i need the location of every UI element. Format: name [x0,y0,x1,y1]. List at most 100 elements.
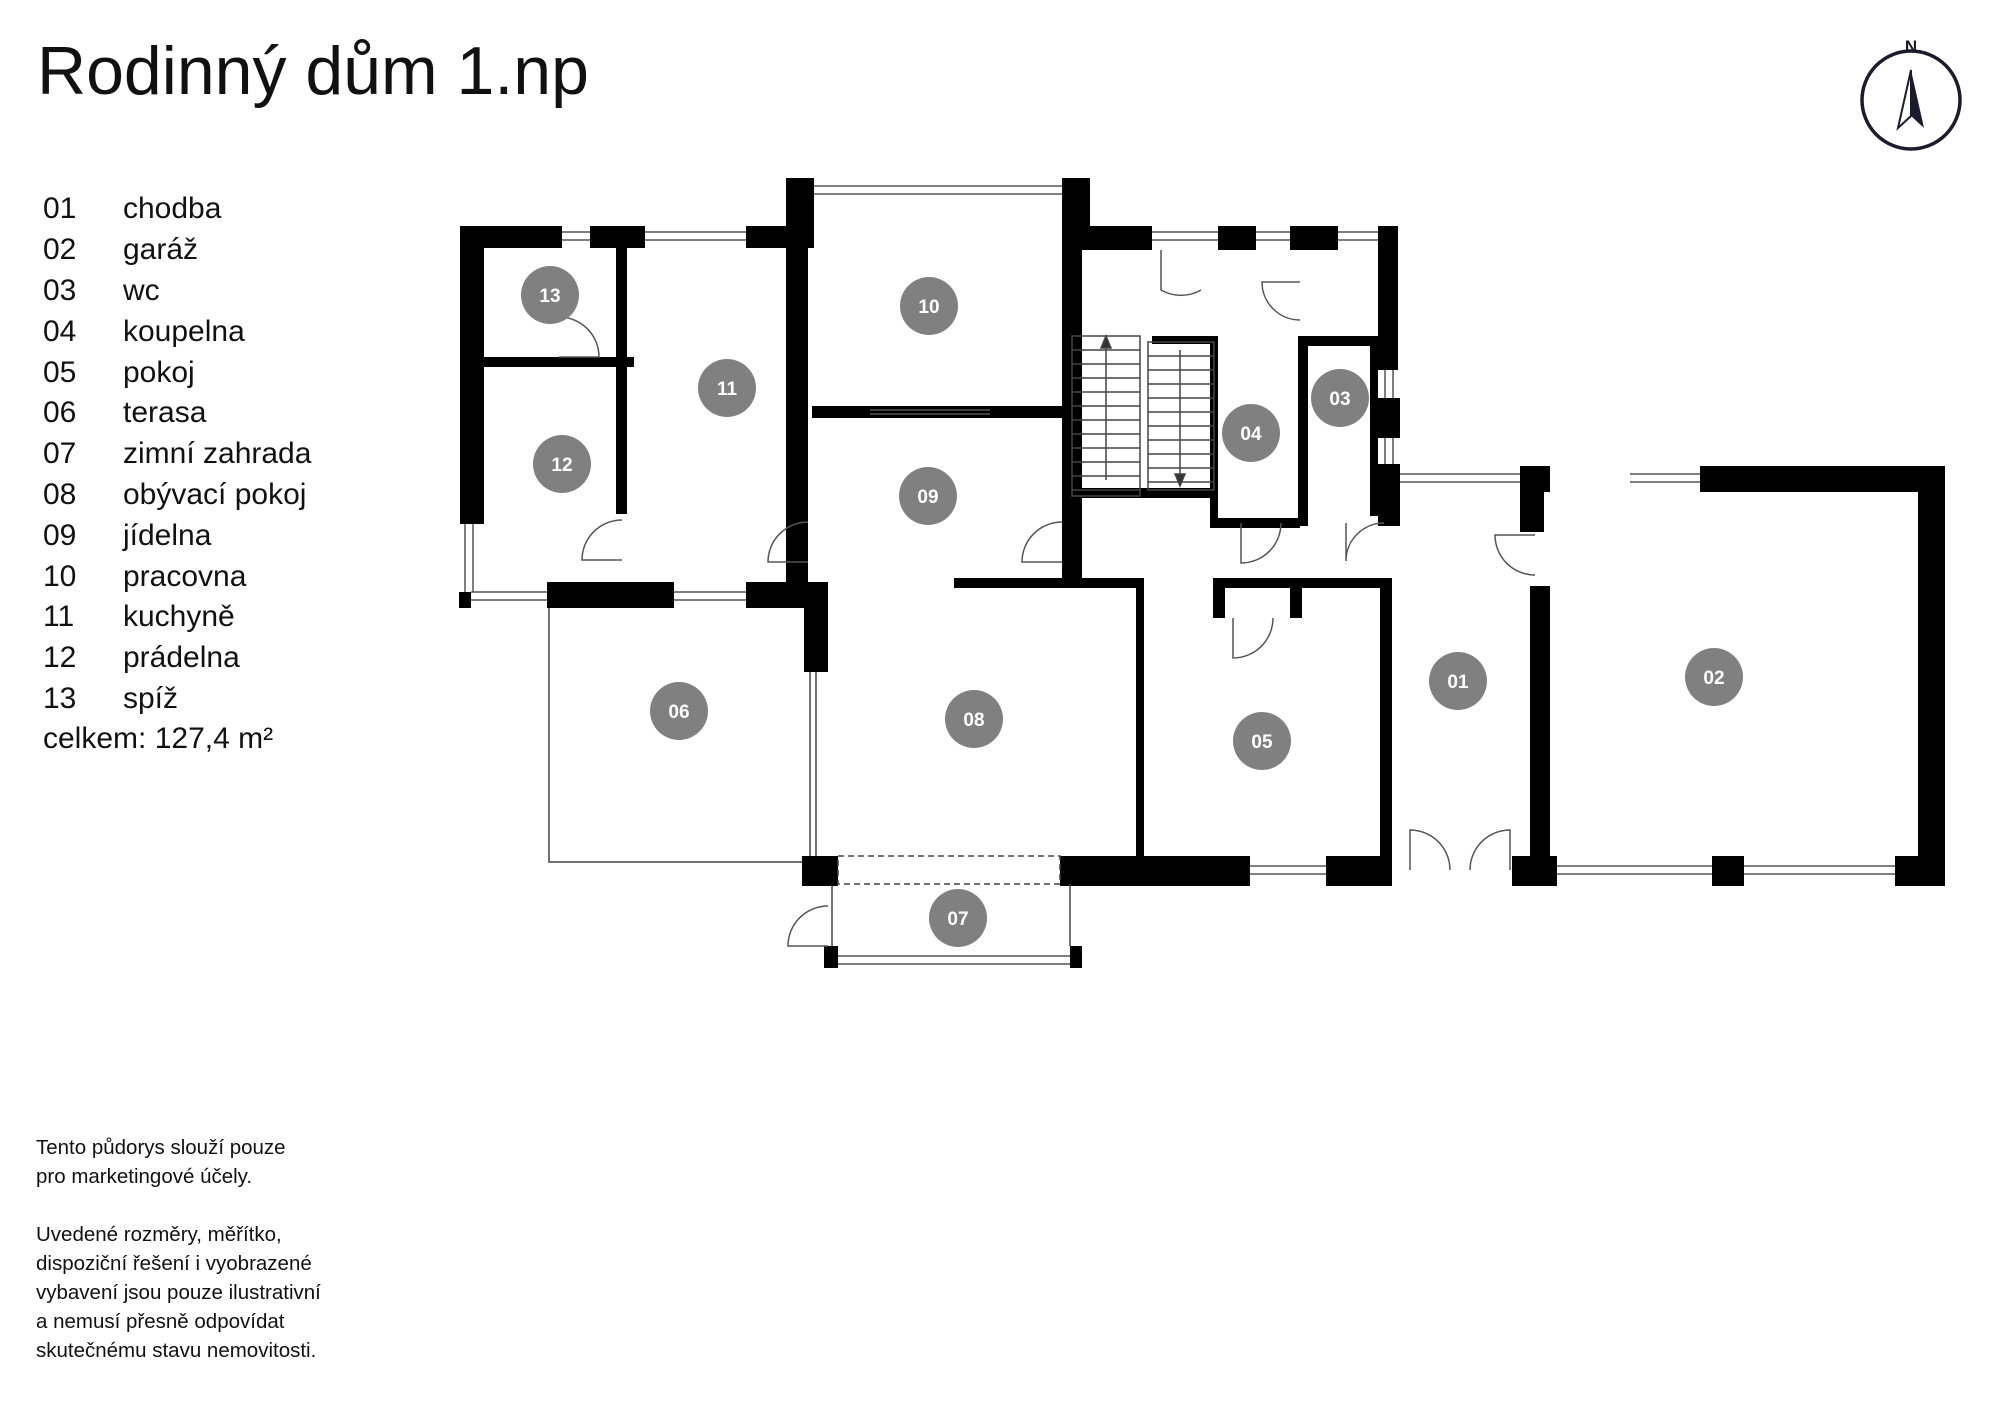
room-number-label: 03 [1329,389,1350,410]
room-number-label: 08 [963,710,984,731]
wall-segment [804,582,828,672]
room-badge: 10 [900,277,958,335]
legend-item-name: spíž [123,681,179,715]
room-badge-circle [945,690,1003,748]
room-badge: 06 [650,682,708,740]
compass-north-label: N [1905,40,1917,56]
wall-segment [590,226,645,248]
legend-item: 06 terasa [43,393,311,434]
wall-segment [460,226,562,248]
room-number-label: 11 [717,379,738,400]
room-badge-circle [899,467,957,525]
wall-segment [1213,578,1293,588]
room-number-label: 13 [539,286,560,307]
wall-segment [824,946,838,968]
wall-segment [812,406,992,418]
wall-segment [1378,226,1398,370]
legend-item-number: 06 [43,396,77,430]
legend-item: 11 kuchyně [43,597,311,638]
legend-item-name: kuchyně [123,600,235,634]
wall-segment [1070,946,1082,968]
legend-item-number: 11 [43,600,75,634]
wall-segment [992,406,1062,418]
staircase [1071,334,1215,497]
room-badge: 08 [945,690,1003,748]
room-number-label: 01 [1447,672,1469,693]
page-title: Rodinný dům 1.np [37,33,589,109]
wall-segment [1378,398,1400,438]
legend-item-number: 08 [43,477,77,511]
wall-segment [954,578,1138,588]
outlines [548,608,1071,946]
room-badge-circle [650,682,708,740]
legend-item-number: 05 [43,355,77,389]
wall-segment [1290,578,1385,588]
room-badge: 04 [1222,404,1280,462]
room-number-label: 12 [551,455,572,476]
door-swing [767,521,809,563]
wall-segment [1712,856,1744,886]
wall-segment [1213,578,1225,618]
legend-item: 13 spíž [43,679,311,720]
wall-segment [1218,226,1256,250]
room-number-label: 07 [947,909,968,930]
wall-segment [1290,226,1338,250]
door-swing [1494,534,1536,576]
legend-item-number: 13 [43,681,77,715]
room-badge-circle [1233,712,1291,770]
room-badge-circle [698,359,756,417]
door-swing [1232,617,1274,659]
wall-segment [1512,856,1557,886]
room-number-label: 04 [1240,424,1262,445]
room-badge: 03 [1311,369,1369,427]
room-badge-circle [1685,648,1743,706]
wall-segment [616,248,627,514]
room-number-label: 09 [917,487,938,508]
legend-item-name: wc [123,273,160,307]
legend-item-number: 07 [43,437,77,471]
door-swing [1021,521,1063,563]
wall-segment [1530,586,1550,886]
room-badge: 09 [899,467,957,525]
disclaimer-paragraph-2: Uvedené rozměry, měřítko, dispoziční řeš… [36,1223,321,1362]
door-swing [1160,250,1202,297]
wall-segment [460,226,484,524]
disclaimer-paragraph-1: Tento půdorys slouží pouze pro marketing… [36,1136,286,1188]
door-swing [787,905,829,947]
legend-item-name: terasa [123,396,207,430]
wall-segment [484,357,634,367]
room-badge-circle [521,266,579,324]
legend-item-name: pracovna [123,559,247,593]
room-badge-circle [929,889,987,947]
room-number-label: 06 [668,702,689,723]
legend-item-number: 04 [43,314,77,348]
room-number-label: 10 [918,297,939,318]
door-swing [1409,829,1451,871]
room-badge-circle [1222,404,1280,462]
door-swing [1240,522,1282,564]
legend-item-number: 02 [43,233,77,267]
door-swing [1469,829,1511,871]
north-compass-icon: N [1860,40,1962,151]
terrace-outline [548,608,802,863]
room-number-label: 05 [1251,732,1273,753]
room-badge: 05 [1233,712,1291,770]
disclaimer: Tento půdorys slouží pouze pro marketing… [36,1133,366,1394]
room-badges: 01 02 03 04 05 06 07 08 09 10 11 12 13 [521,266,1743,947]
room-badge: 07 [929,889,987,947]
legend-item-name: zimní zahrada [123,437,312,471]
legend-item-name: garáž [123,233,199,267]
wall-segment [1210,518,1300,528]
legend-item: 07 zimní zahrada [43,434,311,475]
room-badge: 02 [1685,648,1743,706]
legend-item-name: jídelna [123,518,212,552]
windows [464,185,1895,965]
wall-segment [459,592,471,608]
